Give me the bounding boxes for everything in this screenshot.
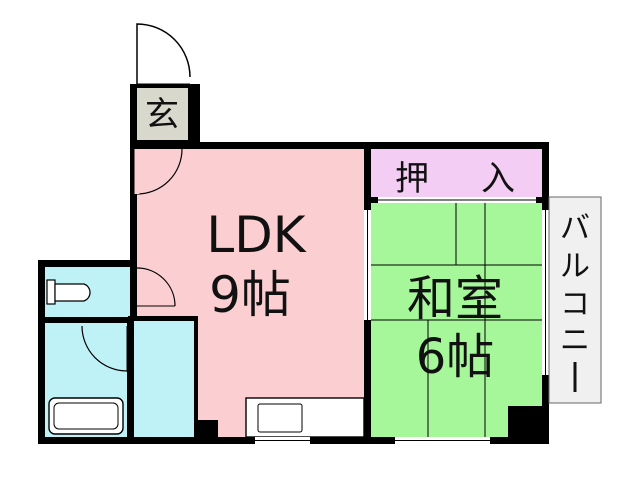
ldk-washitsu-sliding-door xyxy=(364,210,371,320)
washroom xyxy=(134,321,194,437)
ldk-size-label: 9帖 xyxy=(209,266,291,324)
ldk-door-swing xyxy=(134,148,183,195)
ldk-window xyxy=(255,437,310,444)
washroom-top-wall xyxy=(128,316,194,321)
closet-sliding-door xyxy=(378,197,536,203)
closet-label-a: 押 xyxy=(395,159,429,199)
balcony-char-3: コ xyxy=(560,287,590,322)
structural-column xyxy=(198,420,218,444)
tatami-lines xyxy=(371,203,542,437)
closet-area xyxy=(371,149,542,197)
washitsu-size-label: 6帖 xyxy=(416,329,495,385)
balcony-label: バ ル コ ニ ー xyxy=(560,211,590,392)
bathtub xyxy=(48,397,124,435)
balcony-char-1: バ xyxy=(560,211,590,246)
toilet-fixture xyxy=(46,279,91,305)
entrance-door-swing xyxy=(136,23,191,85)
washitsu-window xyxy=(395,437,490,444)
closet-label-b: 入 xyxy=(481,159,515,199)
ldk-label: LDK xyxy=(206,206,306,264)
entrance-label: 玄 xyxy=(145,95,179,135)
bathtub-inner xyxy=(53,402,119,430)
balcony-char-2: ル xyxy=(560,249,590,284)
balcony-window xyxy=(542,210,549,375)
toilet-door-swing xyxy=(136,267,176,307)
washitsu-label: 和室 xyxy=(407,271,503,327)
bath-door-swing xyxy=(81,325,128,372)
kitchen-counter xyxy=(245,397,365,438)
entrance-area: 玄 xyxy=(130,84,200,142)
washroom-wall xyxy=(128,316,134,444)
washroom-side-wall xyxy=(194,316,198,444)
balcony-char-4: ニ xyxy=(560,323,590,358)
structural-column-2 xyxy=(508,406,549,444)
